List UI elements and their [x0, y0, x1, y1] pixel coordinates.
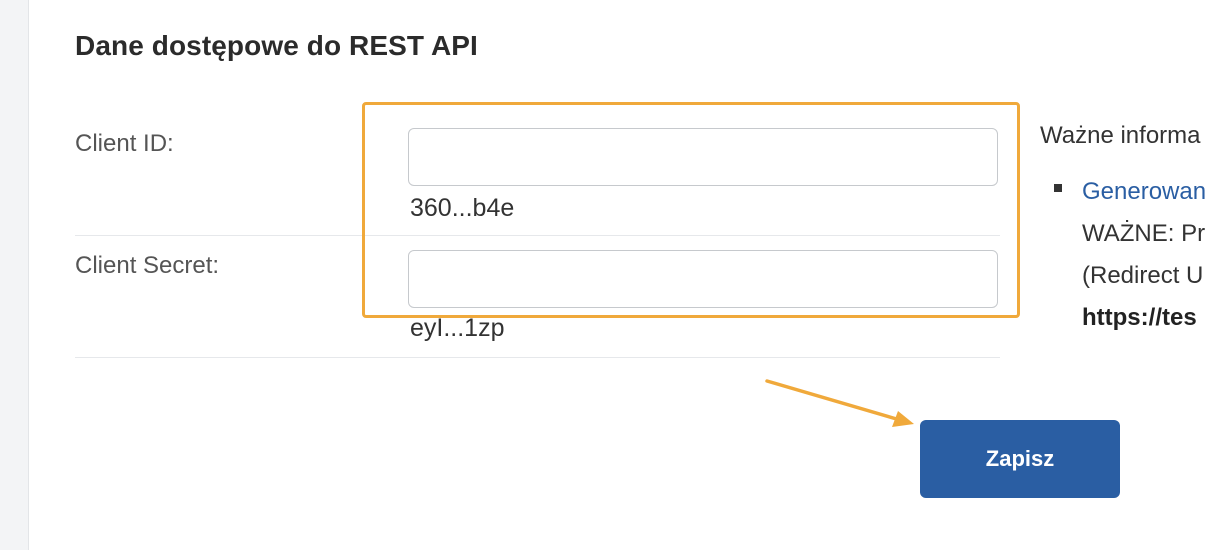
info-line-url: https://tes — [1082, 304, 1197, 331]
info-line-warning: WAŻNE: Pr — [1082, 220, 1206, 247]
save-button[interactable]: Zapisz — [920, 420, 1120, 498]
left-sidebar-edge — [0, 0, 29, 550]
info-heading: Ważne informa — [1040, 122, 1201, 149]
info-link[interactable]: Generowan — [1082, 178, 1207, 205]
info-line-redirect: (Redirect U — [1082, 262, 1204, 289]
client-secret-masked-value: eyI...1zp — [410, 314, 505, 342]
section-title: Dane dostępowe do REST API — [75, 30, 478, 61]
client-id-input[interactable] — [408, 128, 998, 186]
client-id-label: Client ID: — [75, 130, 174, 157]
client-secret-label: Client Secret: — [75, 252, 220, 279]
row-divider — [75, 357, 1000, 358]
client-id-masked-value: 360...b4e — [410, 194, 515, 222]
row-divider — [75, 235, 1000, 236]
client-secret-input[interactable] — [408, 250, 998, 308]
bullet-icon — [1054, 184, 1062, 192]
